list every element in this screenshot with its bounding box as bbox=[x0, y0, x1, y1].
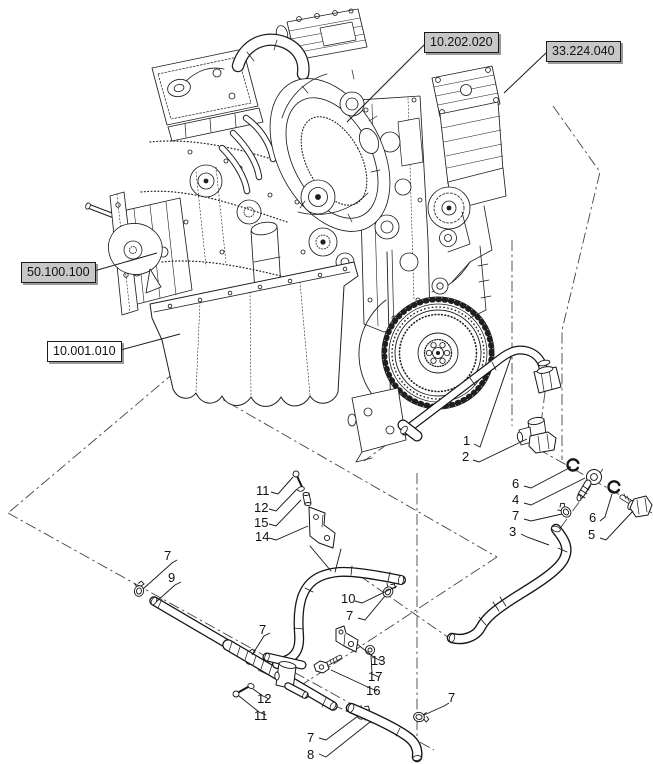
part-label-5: 5 bbox=[588, 527, 596, 542]
part-label-8: 8 bbox=[307, 747, 315, 762]
exploded-parts bbox=[132, 345, 653, 763]
callout-10-001-010[interactable]: 10.001.010 bbox=[47, 341, 122, 362]
part-5-bolt bbox=[619, 493, 653, 518]
callout-leaders bbox=[86, 44, 547, 353]
part-11-bolt-lower bbox=[232, 686, 249, 698]
part-10-tube-assembly bbox=[262, 565, 406, 699]
part-12-washer bbox=[297, 486, 305, 492]
part-label-11b: 11 bbox=[254, 708, 268, 723]
part-label-7a: 7 bbox=[512, 508, 520, 523]
part-4-fitting bbox=[576, 469, 602, 502]
part-13-bracket bbox=[335, 625, 359, 653]
part-label-2: 2 bbox=[462, 449, 470, 464]
part-label-14: 14 bbox=[255, 529, 270, 544]
callout-50-100-100[interactable]: 50.100.100 bbox=[21, 262, 96, 283]
part-label-3: 3 bbox=[509, 524, 517, 539]
part-label-13: 13 bbox=[371, 653, 386, 668]
part-16-bolt bbox=[313, 654, 343, 674]
part-label-6a: 6 bbox=[512, 476, 520, 491]
part-1-tube bbox=[397, 345, 562, 442]
part-label-11a: 11 bbox=[256, 483, 270, 498]
engine-illustration bbox=[85, 8, 507, 463]
part-label-9: 9 bbox=[168, 570, 176, 585]
part-label-12a: 12 bbox=[254, 500, 269, 515]
part-2-elbow-fitting bbox=[516, 416, 557, 454]
part-label-10: 10 bbox=[341, 591, 356, 606]
part-label-7f: 7 bbox=[448, 690, 456, 705]
ecu-box bbox=[275, 8, 368, 61]
part-label-7c: 7 bbox=[259, 622, 267, 637]
part-15-spacer bbox=[302, 492, 312, 506]
part-label-7e: 7 bbox=[307, 730, 315, 745]
part-8-hose bbox=[345, 702, 423, 763]
callout-33-224-040[interactable]: 33.224.040 bbox=[546, 41, 621, 62]
part-label-7d: 7 bbox=[346, 608, 354, 623]
part-label-12b: 12 bbox=[257, 691, 272, 706]
callout-10-202-020[interactable]: 10.202.020 bbox=[424, 32, 499, 53]
part-label-6b: 6 bbox=[589, 510, 597, 525]
lifting-hook bbox=[108, 223, 163, 294]
part-label-7b: 7 bbox=[164, 548, 172, 563]
part-11-bolt bbox=[292, 470, 303, 488]
part-12-washer-lower bbox=[247, 683, 255, 689]
part-label-15: 15 bbox=[254, 515, 269, 530]
part-14-bracket bbox=[308, 506, 342, 573]
part-label-4: 4 bbox=[512, 492, 520, 507]
air-compressor bbox=[427, 65, 507, 319]
part-3-hose bbox=[446, 523, 572, 645]
part-9-tube bbox=[149, 596, 338, 711]
turbocharger bbox=[269, 69, 391, 232]
part-label-16: 16 bbox=[366, 683, 381, 698]
oil-pan bbox=[149, 261, 359, 407]
part-label-1: 1 bbox=[463, 433, 471, 448]
part-label-17: 17 bbox=[368, 669, 383, 684]
part-leaders bbox=[142, 356, 634, 758]
